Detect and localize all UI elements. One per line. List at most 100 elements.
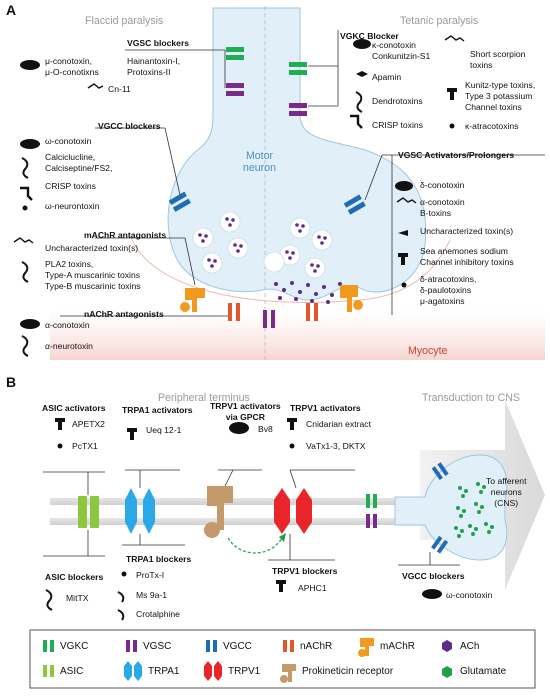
- trpv1-gpcr-title: TRPV1 activators via GPCR: [210, 401, 281, 422]
- trpa1-channel: [125, 488, 155, 534]
- prokineticin-receptor: [204, 486, 233, 538]
- vgsc-activator-item: δ-conotoxin: [420, 180, 465, 190]
- spider-icon-5: [289, 443, 295, 449]
- vgcc-b-top: [431, 462, 449, 480]
- vgcc-blocker-b-item: ω-conotoxin: [446, 590, 493, 600]
- ach-vesicle-dots: [198, 217, 327, 273]
- membrane-top: [50, 498, 435, 505]
- snake-icon-5: [45, 589, 53, 611]
- myocyte-membrane: [129, 234, 451, 303]
- vgcc-blockers-title: VGCC blockers: [98, 121, 161, 131]
- vgsc-blockers-title: VGSC blockers: [127, 38, 190, 48]
- leader-lines-a: [60, 30, 545, 317]
- tetanic-paralysis-title: Tetanic paralysis: [400, 15, 479, 27]
- machr-antagonists-title: mAChR antagonists: [84, 230, 167, 240]
- vgkc-blocker-right-item: Kunitz-type toxins, Type 3 potassium Cha…: [465, 80, 536, 112]
- afferent-neurons-label: To afferent neurons (CNS): [486, 476, 527, 508]
- frog-icon: [229, 422, 249, 434]
- released-ach: [274, 281, 342, 304]
- cone-snail-icon-6: [422, 589, 442, 599]
- vgcc-blocker-item: ω-neurontoxin: [45, 201, 100, 211]
- trpv1-activators-title: TRPV1 activators: [290, 403, 361, 413]
- trpa1-activators-title: TRPA1 activators: [122, 405, 193, 415]
- vgsc-activator-item: Sea anemones sodium Channel inhibitory t…: [420, 246, 514, 267]
- trpv1-activator-item: Cnidarian extract: [306, 419, 371, 429]
- legend-label-asic: ASIC: [60, 666, 84, 677]
- scorpion-icon: [87, 83, 104, 89]
- snake-icon: [21, 157, 29, 179]
- nachr-receptor-b: [306, 303, 318, 321]
- flaccid-paralysis-title: Flaccid paralysis: [85, 15, 164, 27]
- spider-icon-4: [57, 443, 63, 449]
- vgkc-b: [366, 494, 377, 508]
- cone-snail-icon-2: [20, 139, 40, 149]
- synaptic-vesicles: [192, 211, 333, 279]
- cone-snail-icon-4: [353, 39, 371, 49]
- vgcc-b-bottom: [431, 535, 449, 554]
- vgkc-blocker-title: VGKC Blocker: [340, 31, 399, 41]
- legend-label-ach: ACh: [460, 641, 480, 652]
- snake-icon-3: [21, 335, 29, 357]
- anemone-icon-4: [127, 428, 137, 440]
- legend-label-trpv1: TRPV1: [228, 666, 261, 677]
- panel-b-letter: B: [6, 374, 17, 390]
- vgkc-blocker-right-item: Short scorpion toxins: [470, 49, 526, 70]
- trpa1-blocker-item: Ms 9a-1: [136, 590, 168, 600]
- scorpion-icon-4: [396, 197, 417, 204]
- vgkc-blocker-item: CRISP toxins: [372, 120, 423, 130]
- spider-icon: [22, 205, 28, 211]
- lizard-icon: [20, 186, 33, 201]
- trpa1-blocker-item: ProTx-I: [136, 570, 165, 580]
- vgsc-myocyte: [263, 310, 275, 328]
- vgsc-activators-title: VGSC Activators/Prolongers: [398, 150, 515, 160]
- nachr-antagonist-item: α-neurotoxin: [45, 341, 93, 351]
- vgsc-blockers-conotoxins: μ-conotoxin, μ-O-conotixns: [45, 56, 99, 77]
- trpv1-blockers-title: TRPV1 blockers: [272, 566, 338, 576]
- vgcc-blocker-item: ω-conotoxin: [45, 136, 92, 146]
- glutamate-dots: [454, 482, 494, 538]
- myocyte-region: [50, 310, 545, 360]
- spider-icon-6: [121, 571, 127, 577]
- vgsc-channel-a: [226, 83, 244, 96]
- peripheral-terminus-title: Peripheral terminus: [158, 392, 250, 404]
- vgsc-blockers-scorpion-toxin: Cn-11: [108, 84, 131, 94]
- anemone-icon: [447, 88, 457, 100]
- scorpion-icon-3: [444, 35, 465, 42]
- legend-label-nachr: nAChR: [300, 641, 333, 652]
- vgkc-blocker-item: Dendrotoxins: [372, 96, 423, 106]
- vgcc-blocker-item: Calciclucline, Calciseptine/FS2,: [45, 152, 113, 173]
- anemone-icon-6: [276, 580, 286, 592]
- vgkc-blocker-right-item: κ-atracotoxins: [465, 121, 519, 131]
- legend-label-trpa1: TRPA1: [148, 666, 180, 677]
- machr-receptor-a: [180, 288, 205, 312]
- scorpion-icon-2: [13, 237, 34, 244]
- motor-neuron-label: Motor neuron: [243, 150, 276, 174]
- cone-snail-icon: [20, 60, 40, 70]
- nachr-antagonist-item: α-conotoxin: [45, 320, 90, 330]
- vgsc-activator-item: α-conotoxin B-toxins: [420, 197, 465, 218]
- lizard-icon-2: [350, 114, 363, 129]
- trpa1-activator-item: Ueq 12-1: [146, 425, 182, 435]
- vgsc-activator-item: Uncharacterized toxin(s): [420, 226, 514, 236]
- bee-icon-2: [398, 230, 408, 236]
- vgsc-blockers-spider-toxins: Hainantoxin-I, Protoxins-II: [127, 56, 181, 77]
- machr-receptor-b: [340, 285, 363, 312]
- vgcc-blockers-b-title: VGCC blockers: [402, 571, 465, 581]
- asic-activators-title: ASIC activators: [42, 403, 106, 413]
- anemone-icon-2: [398, 253, 408, 265]
- cone-snail-icon-5: [395, 181, 413, 191]
- panel-a-letter: A: [6, 2, 17, 18]
- legend-label-vgcc: VGCC: [223, 641, 252, 652]
- anemone-icon-5: [287, 418, 297, 430]
- asic-activator-item: APETX2: [72, 419, 105, 429]
- vgcc-blocker-item: CRISP toxins: [45, 181, 96, 191]
- vgsc-channel-b: [289, 103, 307, 116]
- vgkc-channel-b: [289, 62, 307, 75]
- afferent-neuron: [394, 454, 508, 561]
- vgsc-activator-item: δ-atracotoxins, δ-paulotoxins μ-agatoxin…: [420, 274, 477, 306]
- asic-blockers-title: ASIC blockers: [45, 572, 104, 582]
- cone-snail-icon-3: [20, 319, 40, 329]
- spider-icon-3: [401, 282, 407, 288]
- snake-icon-2: [21, 261, 29, 283]
- bee-icon: [356, 71, 368, 77]
